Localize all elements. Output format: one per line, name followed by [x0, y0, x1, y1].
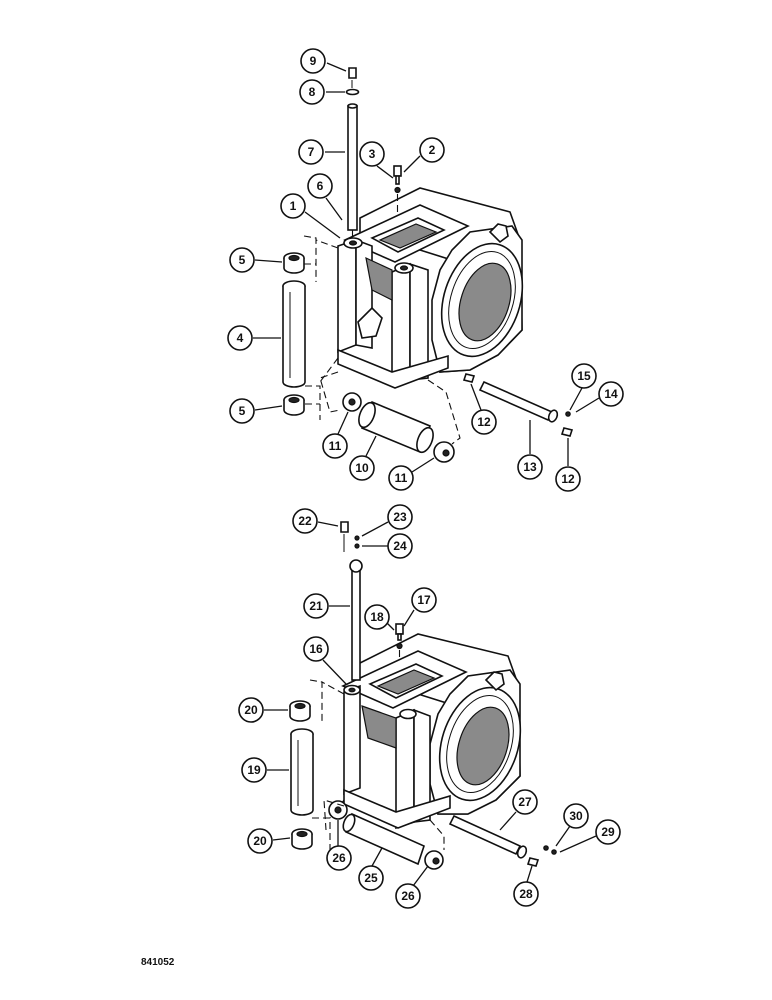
svg-text:8: 8 — [309, 85, 316, 99]
svg-text:5: 5 — [239, 404, 246, 418]
callout-5-top: 5 — [229, 247, 283, 273]
svg-text:12: 12 — [561, 472, 575, 486]
svg-text:15: 15 — [577, 369, 591, 383]
lower-assembly: 22 23 24 21 18 17 16 — [238, 504, 621, 909]
svg-text:11: 11 — [329, 439, 342, 453]
bushing-5-top — [283, 252, 305, 274]
callout-1: 1 — [280, 193, 341, 239]
upper-assembly: 9 8 7 3 2 6 1 — [227, 48, 624, 492]
rod-21 — [340, 521, 363, 681]
svg-text:30: 30 — [569, 809, 583, 823]
callout-3: 3 — [359, 141, 394, 179]
svg-text:19: 19 — [247, 763, 261, 777]
svg-text:26: 26 — [401, 889, 415, 903]
callout-13: 13 — [517, 420, 543, 480]
svg-text:21: 21 — [309, 599, 323, 613]
callout-28: 28 — [513, 865, 539, 907]
svg-text:6: 6 — [317, 179, 324, 193]
svg-text:9: 9 — [310, 54, 317, 68]
callout-11-left: 11 — [322, 411, 349, 459]
figure-code: 841052 — [141, 957, 175, 968]
bolt-2 — [393, 165, 402, 212]
callout-11-right: 11 — [388, 457, 435, 491]
svg-text:29: 29 — [601, 825, 615, 839]
svg-text:14: 14 — [604, 387, 618, 401]
callout-16: 16 — [303, 636, 347, 685]
svg-text:17: 17 — [417, 593, 431, 607]
callout-27: 27 — [499, 789, 538, 831]
callout-4: 4 — [227, 325, 281, 351]
callout-12-left: 12 — [470, 383, 497, 435]
upper-left-dash-connect — [315, 239, 339, 383]
upper-lower-dash-guides — [319, 371, 461, 445]
callout-26-right: 26 — [395, 865, 429, 909]
svg-text:3: 3 — [369, 147, 376, 161]
rod-27 — [448, 814, 557, 867]
callout-21: 21 — [303, 593, 350, 619]
svg-text:25: 25 — [364, 871, 378, 885]
callout-9: 9 — [300, 48, 347, 74]
svg-text:16: 16 — [309, 642, 323, 656]
svg-text:26: 26 — [332, 851, 346, 865]
sleeve-19 — [290, 728, 314, 816]
callout-20-bottom: 20 — [247, 828, 291, 854]
callout-23: 23 — [361, 504, 413, 537]
callout-19: 19 — [241, 757, 289, 783]
callout-2: 2 — [403, 137, 445, 173]
lower-left-dash-guides — [309, 679, 345, 850]
bushing-26-right — [424, 850, 444, 870]
svg-text:20: 20 — [253, 834, 267, 848]
callout-17: 17 — [403, 587, 437, 627]
bushing-5-bottom — [283, 394, 305, 416]
bushing-11-left — [342, 392, 362, 412]
svg-text:20: 20 — [244, 703, 258, 717]
svg-text:13: 13 — [523, 460, 537, 474]
callout-26-left: 26 — [326, 820, 352, 871]
tube-10 — [358, 400, 434, 454]
upper-housing — [337, 187, 524, 389]
svg-text:5: 5 — [239, 253, 246, 267]
callout-25: 25 — [358, 847, 384, 891]
tube-25 — [342, 812, 425, 866]
svg-text:11: 11 — [395, 471, 408, 485]
sleeve-4 — [282, 280, 306, 388]
callout-10: 10 — [349, 435, 377, 481]
svg-text:2: 2 — [429, 143, 436, 157]
svg-text:28: 28 — [519, 887, 533, 901]
pin-7 — [345, 67, 360, 238]
svg-text:27: 27 — [518, 795, 532, 809]
svg-text:4: 4 — [237, 331, 244, 345]
callout-7: 7 — [298, 139, 345, 165]
lower-housing — [341, 633, 522, 830]
callout-24: 24 — [362, 533, 413, 559]
bushing-20-top — [289, 700, 311, 722]
callout-5-bottom: 5 — [229, 398, 283, 424]
svg-text:7: 7 — [308, 145, 315, 159]
callout-29: 29 — [559, 819, 621, 853]
svg-text:10: 10 — [355, 461, 369, 475]
svg-text:18: 18 — [370, 610, 384, 624]
callout-14: 14 — [575, 381, 624, 413]
upper-left-dash-guides — [303, 235, 321, 420]
svg-text:24: 24 — [393, 539, 407, 553]
callout-30: 30 — [555, 803, 589, 847]
svg-text:1: 1 — [290, 199, 297, 213]
callout-6: 6 — [307, 173, 343, 221]
bushing-20-bottom — [291, 828, 313, 850]
bolt-17 — [395, 623, 404, 660]
lower-lower-dash-guides — [323, 799, 445, 850]
callout-22: 22 — [292, 508, 339, 534]
svg-text:22: 22 — [298, 514, 312, 528]
callout-18: 18 — [364, 604, 395, 631]
svg-text:12: 12 — [477, 415, 491, 429]
callout-8: 8 — [299, 79, 345, 105]
svg-text:23: 23 — [393, 510, 407, 524]
callout-20-top: 20 — [238, 697, 288, 723]
callout-15: 15 — [569, 363, 597, 411]
callout-12-right: 12 — [555, 438, 581, 492]
rod-13 — [462, 373, 574, 437]
bushing-11-right — [433, 441, 455, 463]
